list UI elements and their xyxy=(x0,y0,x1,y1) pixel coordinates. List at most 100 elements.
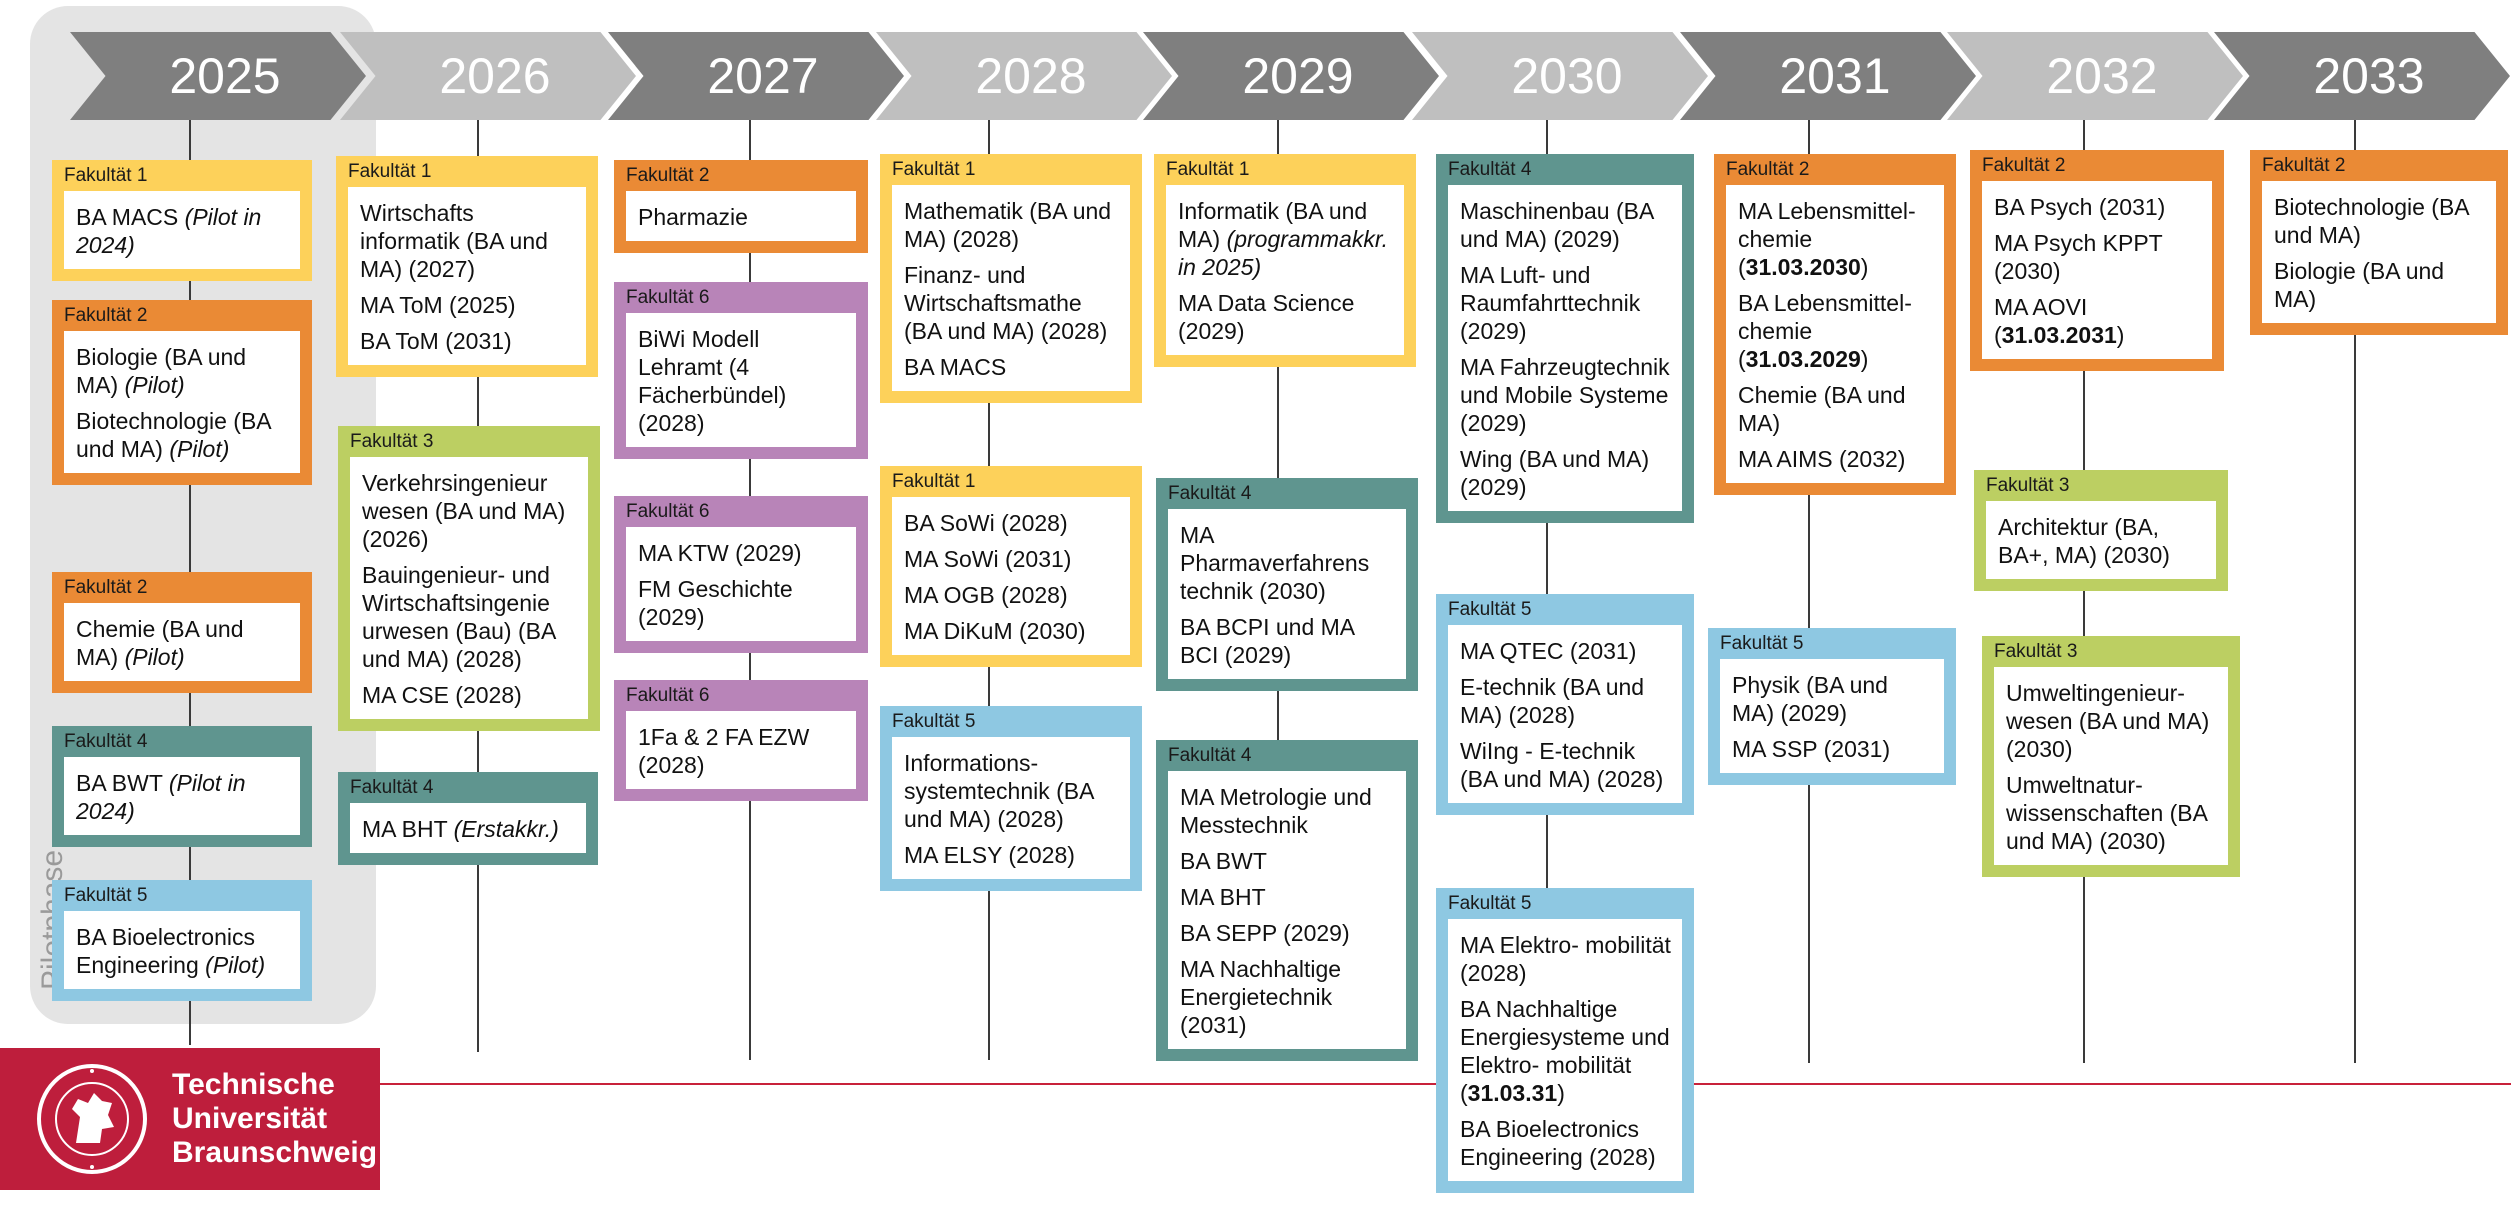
program-list: Biotechnologie (BA und MA)Biologie (BA u… xyxy=(2262,181,2496,323)
program-text: Verkehrsingenieur wesen (BA und MA) (202… xyxy=(362,470,566,552)
program-entry: Physik (BA und MA) (2029) xyxy=(1732,671,1934,727)
program-entry: BA Psych (2031) xyxy=(1994,193,2202,221)
program-text: MA SSP (2031) xyxy=(1732,736,1891,762)
timeline-line xyxy=(2083,120,2085,1063)
program-text: Biotechnologie (BA und MA) xyxy=(76,408,271,462)
timeline-line xyxy=(1808,120,1810,1063)
year-2025-chevron: 2025 xyxy=(70,32,366,120)
timeline-line xyxy=(2354,120,2356,1063)
program-entry: Architektur (BA, BA+, MA) (2030) xyxy=(1998,513,2206,569)
program-text: BA Nachhaltige Energiesysteme und Elektr… xyxy=(1460,996,1670,1106)
program-box: Fakultät 4 Maschinenbau (BA und MA) (2029… xyxy=(1436,154,1694,523)
program-entry: Maschinenbau (BA und MA) (2029) xyxy=(1460,197,1672,253)
program-text: 31.03.2031 xyxy=(2001,322,2117,348)
faculty-label: Fakultät 2 xyxy=(626,165,710,186)
program-list: MA Elektro- mobilität (2028) BA Nachhalti… xyxy=(1448,919,1682,1181)
program-text: Chemie (BA und MA) xyxy=(76,616,244,670)
program-entry: BiWi Modell Lehramt (4 Fächerbündel) (20… xyxy=(638,325,846,437)
program-entry: FM Geschichte (2029) xyxy=(638,575,846,631)
program-entry: Chemie (BA und MA) (Pilot) xyxy=(76,615,290,671)
program-text: Biologie (BA und MA) xyxy=(76,344,247,398)
program-text: MA BHT xyxy=(362,816,454,842)
program-entry: Informations- systemtechnik (BA und MA) … xyxy=(904,749,1120,833)
program-entry: MA SSP (2031) xyxy=(1732,735,1934,763)
program-entry: Chemie (BA und MA) xyxy=(1738,381,1934,437)
program-text: ) xyxy=(1860,254,1869,280)
program-text: FM Geschichte (2029) xyxy=(638,576,793,630)
program-entry: MA ToM (2025) xyxy=(360,291,576,319)
program-entry: MA AOVI (31.03.2031) xyxy=(1994,293,2202,349)
year-2032-chevron: 2032 xyxy=(1947,32,2243,120)
program-list: BA SoWi (2028) MA SoWi (2031) MA OGB (2028… xyxy=(892,497,1130,655)
program-entry: MA Data Science (2029) xyxy=(1178,289,1394,345)
program-entry: MA QTEC (2031) xyxy=(1460,637,1672,665)
program-entry: Finanz- und Wirtschaftsmathe (BA und MA)… xyxy=(904,261,1120,345)
program-box: Fakultät 2 Pharmazie xyxy=(614,160,868,253)
program-entry: BA SEPP (2029) xyxy=(1180,919,1396,947)
program-text: MA Elektro- mobilität (2028) xyxy=(1460,932,1671,986)
program-text: MA ToM (2025) xyxy=(360,292,516,318)
program-text: Biologie (BA und MA) xyxy=(2274,258,2445,312)
tu-braunschweig-logo: Technische Universität Braunschweig xyxy=(0,1048,380,1190)
faculty-label: Fakultät 4 xyxy=(1168,745,1252,766)
program-entry: BA Nachhaltige Energiesysteme und Elektr… xyxy=(1460,995,1672,1107)
program-text: BA SoWi (2028) xyxy=(904,510,1068,536)
program-list: BA BWT (Pilot in 2024) xyxy=(64,757,300,835)
program-list: MA KTW (2029)FM Geschichte (2029) xyxy=(626,527,856,641)
year-2027-chevron: 2027 xyxy=(608,32,904,120)
program-list: Maschinenbau (BA und MA) (2029) MA Luft- … xyxy=(1448,185,1682,511)
program-entry: MA OGB (2028) xyxy=(904,581,1120,609)
program-text: Informations- systemtechnik (BA und MA) … xyxy=(904,750,1094,832)
program-list: Wirtschafts informatik (BA und MA) (2027… xyxy=(348,187,586,365)
timeline-line xyxy=(1277,120,1279,740)
faculty-label: Fakultät 1 xyxy=(64,165,148,186)
program-list: BA Bioelectronics Engineering (Pilot) xyxy=(64,911,300,989)
logo-line-1: Technische xyxy=(172,1068,335,1101)
program-list: MA Pharmaverfahrens technik (2030)BA BCP… xyxy=(1168,509,1406,679)
program-entry: Wing (BA und MA) (2029) xyxy=(1460,445,1672,501)
program-list: Informations- systemtechnik (BA und MA) … xyxy=(892,737,1130,879)
program-list: MA Lebensmittel- chemie (31.03.2030)BA L… xyxy=(1726,185,1944,483)
program-list: Biologie (BA und MA) (Pilot)Biotechnolog… xyxy=(64,331,300,473)
program-box: Fakultät 6 BiWi Modell Lehramt (4 Fächerb… xyxy=(614,282,868,459)
faculty-label: Fakultät 4 xyxy=(1448,159,1532,180)
faculty-label: Fakultät 5 xyxy=(1720,633,1804,654)
program-text: BA Bioelectronics Engineering xyxy=(76,924,255,978)
faculty-label: Fakultät 6 xyxy=(626,287,710,308)
faculty-label: Fakultät 2 xyxy=(64,305,148,326)
year-2029-chevron: 2029 xyxy=(1143,32,1439,120)
program-entry: MA SoWi (2031) xyxy=(904,545,1120,573)
program-text: 1Fa & 2 FA EZW (2028) xyxy=(638,724,810,778)
program-text: MA QTEC (2031) xyxy=(1460,638,1637,664)
pilot-phase-area xyxy=(30,6,376,1024)
program-text: (Pilot) xyxy=(169,436,230,462)
program-list: 1Fa & 2 FA EZW (2028) xyxy=(626,711,856,789)
program-text: MA DiKuM (2030) xyxy=(904,618,1086,644)
program-text: ) xyxy=(1860,346,1869,372)
faculty-label: Fakultät 5 xyxy=(1448,893,1532,914)
program-text: MA AOVI ( xyxy=(1994,294,2088,348)
program-text: BA BCPI und MA BCI (2029) xyxy=(1180,614,1354,668)
program-entry: Bauingenieur- und Wirtschaftsingenie urw… xyxy=(362,561,578,673)
program-text: BA Psych (2031) xyxy=(1994,194,2166,220)
program-entry: BA BCPI und MA BCI (2029) xyxy=(1180,613,1396,669)
program-text: Architektur (BA, BA+, MA) (2030) xyxy=(1998,514,2170,568)
program-entry: Wirtschafts informatik (BA und MA) (2027… xyxy=(360,199,576,283)
program-entry: MA Luft- und Raumfahrttechnik (2029) xyxy=(1460,261,1672,345)
program-text: BA BWT xyxy=(1180,848,1267,874)
program-text: Pharmazie xyxy=(638,204,748,230)
program-entry: E-technik (BA und MA) (2028) xyxy=(1460,673,1672,729)
program-entry: Pharmazie xyxy=(638,203,846,231)
program-text: MA Psych KPPT (2030) xyxy=(1994,230,2163,284)
program-list: BA Psych (2031) MA Psych KPPT (2030) MA AO… xyxy=(1982,181,2212,359)
